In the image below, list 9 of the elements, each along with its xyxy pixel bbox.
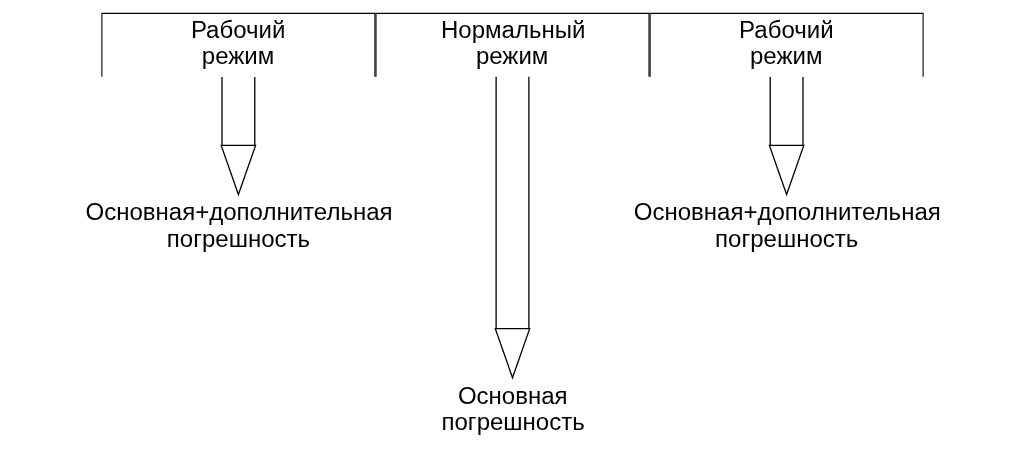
node-text: Рабочий режим (738, 15, 834, 69)
node-text: Основная+дополнительная погрешность (85, 197, 393, 252)
node-text: Нормальный режим (440, 15, 585, 69)
node-text: Основная+дополнительная погрешность (633, 197, 941, 252)
arrow (219, 75, 257, 197)
node-text: Рабочий режим (190, 15, 285, 69)
node-text: Основная погрешность (441, 381, 585, 435)
arrow (767, 75, 805, 197)
arrow (493, 75, 531, 380)
